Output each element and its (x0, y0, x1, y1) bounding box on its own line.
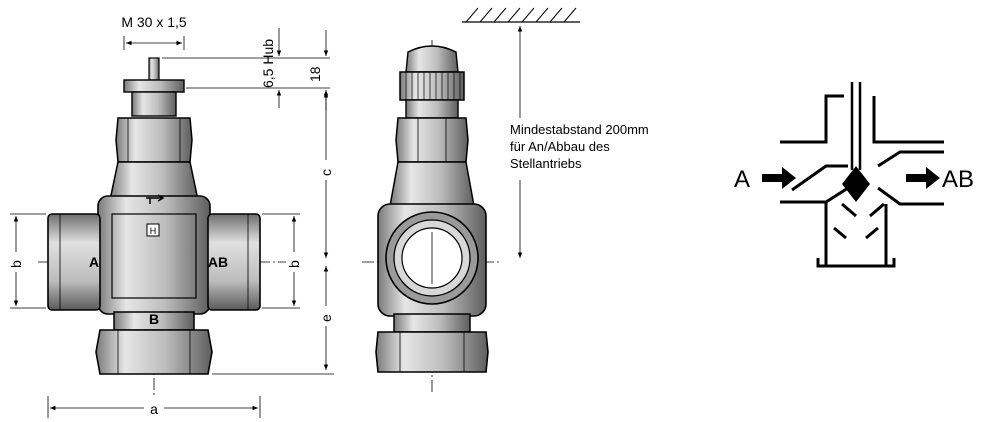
dim-b-mid-label: b (286, 260, 302, 268)
dim-e-label: e (318, 314, 334, 322)
flow-arrow-mark (146, 194, 165, 204)
dim-a-label: a (150, 401, 158, 417)
side-bottom-hex (375, 331, 489, 373)
side-bottom-collar (393, 313, 471, 333)
dim-18-label: 18 (307, 66, 323, 82)
side-view (362, 40, 500, 395)
front-spindle (148, 57, 160, 81)
side-actuator-cap (405, 45, 459, 73)
dim-thread: M 30 x 1,5 (121, 14, 187, 50)
side-actuator-knurl (399, 71, 465, 101)
front-view: H A AB B (38, 57, 290, 395)
thread-label: M 30 x 1,5 (121, 14, 187, 30)
body-mark: H (150, 226, 157, 236)
dim-b-left: b (8, 213, 46, 309)
note-line-3: Stellantriebs (510, 156, 582, 171)
note-line-1: Mindestabstand 200mm (510, 122, 649, 137)
front-bonnet-thread (123, 79, 185, 93)
flow-schematic (780, 82, 944, 268)
side-upper-hex (395, 117, 469, 163)
dim-c-e: c e (212, 92, 334, 375)
front-upper-hex (115, 117, 193, 163)
schematic-port-ab-label: AB (942, 166, 974, 193)
front-bottom-hex (95, 329, 213, 375)
dim-c-label: c (318, 169, 334, 176)
front-port-b-label: B (149, 311, 159, 327)
dim-a: a (47, 396, 261, 418)
dim-stroke-18: 6,5 Hub 18 (162, 28, 330, 110)
schematic-plug (842, 166, 870, 202)
front-port-left (47, 213, 101, 311)
front-port-ab-label: AB (208, 254, 228, 270)
front-bonnet (131, 91, 177, 117)
dim-b-left-label: b (8, 260, 24, 268)
front-port-right (207, 213, 261, 311)
schematic-arrow-in (762, 167, 796, 189)
front-body-face (111, 213, 197, 299)
schematic-arrow-out (906, 167, 940, 189)
front-neck (109, 161, 199, 201)
clearance-indicator: Mindestabstand 200mm für An/Abbau des St… (462, 7, 686, 258)
note-line-2: für An/Abbau des (510, 139, 610, 154)
body-mark-box (146, 223, 160, 237)
side-neck (389, 161, 475, 207)
front-port-a-label: A (89, 254, 99, 270)
dim-b-mid: b (262, 213, 302, 309)
side-bonnet (405, 99, 459, 119)
schematic-port-a-label: A (734, 166, 750, 193)
stroke-label: 6,5 Hub (260, 39, 276, 88)
